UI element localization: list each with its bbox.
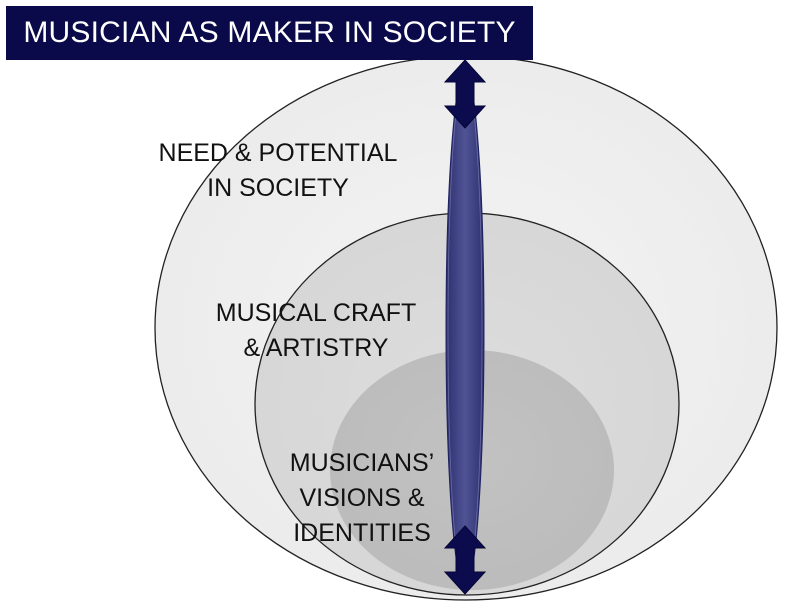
label-line: IDENTITIES xyxy=(293,519,431,547)
label-line: MUSICIANS’ xyxy=(289,449,435,477)
vertical-axis-band xyxy=(445,71,485,589)
label-need-potential-society: NEED & POTENTIAL IN SOCIETY xyxy=(148,136,408,206)
label-line: NEED & POTENTIAL xyxy=(158,139,398,167)
label-line: MUSICAL CRAFT xyxy=(215,299,417,327)
diagram-title: MUSICIAN AS MAKER IN SOCIETY xyxy=(6,6,533,60)
label-musicians-visions-identities: MUSICIANS’ VISIONS & IDENTITIES xyxy=(276,446,448,551)
label-line: IN SOCIETY xyxy=(207,174,349,202)
label-line: VISIONS & xyxy=(299,484,425,512)
label-musical-craft-artistry: MUSICAL CRAFT & ARTISTRY xyxy=(196,296,436,366)
double-arrow-up-down-icon xyxy=(443,525,487,595)
double-arrow-up-down-icon xyxy=(443,59,487,129)
label-line: & ARTISTRY xyxy=(243,334,389,362)
